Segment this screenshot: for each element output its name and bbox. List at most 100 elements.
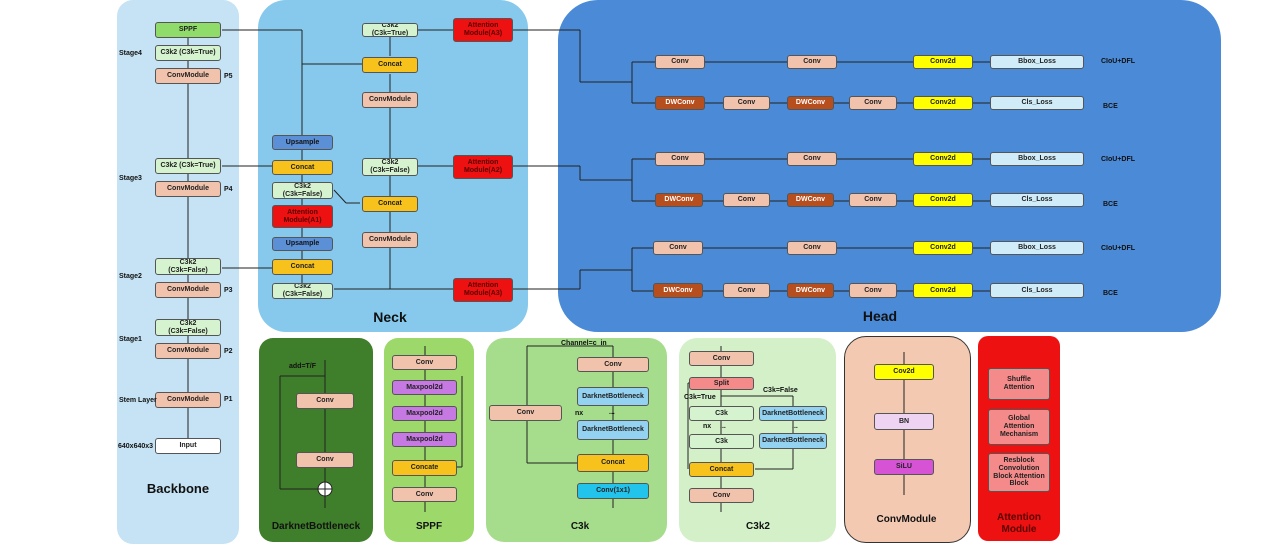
neck-concat-1[interactable]: Concat: [272, 160, 333, 175]
head-r3-conv-b[interactable]: Conv: [787, 152, 837, 166]
neck-concat-mid[interactable]: Concat: [362, 196, 418, 212]
head-r6-dwconv-c[interactable]: DWConv: [787, 283, 834, 298]
head-r3-loss-label: CIoU+DFL: [1101, 156, 1136, 163]
c3k-dots: ...: [609, 409, 615, 416]
head-r3-conv-a[interactable]: Conv: [655, 152, 705, 166]
head-r1-conv2d[interactable]: Conv2d: [913, 55, 973, 69]
head-r2-conv-d[interactable]: Conv: [849, 96, 897, 110]
neck-convmodule-mid[interactable]: ConvModule: [362, 232, 418, 248]
neck-attention-top[interactable]: Attention Module(A3): [453, 18, 513, 42]
head-r6-dwconv-a[interactable]: DWConv: [653, 283, 703, 298]
neck-c3k2-top[interactable]: C3k2 (C3k=True): [362, 23, 418, 37]
head-r1-conv-a[interactable]: Conv: [655, 55, 705, 69]
head-r4-conv-b[interactable]: Conv: [723, 193, 770, 207]
neck-attention-bottom[interactable]: Attention Module(A3): [453, 278, 513, 302]
c3k2-title: C3k2: [746, 521, 770, 532]
head-r2-dwconv-a[interactable]: DWConv: [655, 96, 705, 110]
head-r4-cls-loss[interactable]: Cls_Loss: [990, 193, 1084, 207]
head-r2-cls-loss[interactable]: Cls_Loss: [990, 96, 1084, 110]
input-block[interactable]: Input: [155, 438, 221, 454]
stage1-convmodule[interactable]: ConvModule: [155, 343, 221, 359]
head-r4-conv-d[interactable]: Conv: [849, 193, 897, 207]
c3k2-darknet-2[interactable]: DarknetBottleneck: [759, 433, 827, 449]
stem-convmodule[interactable]: ConvModule: [155, 392, 221, 408]
sppf-block[interactable]: SPPF: [155, 22, 221, 38]
stage3-convmodule[interactable]: ConvModule: [155, 181, 221, 197]
neck-c3k2-1[interactable]: C3k2 (C3k=False): [272, 182, 333, 199]
c3k-concat[interactable]: Concat: [577, 454, 649, 472]
c3k2-darknet-1[interactable]: DarknetBottleneck: [759, 406, 827, 421]
sppf-maxpool-2[interactable]: Maxpool2d: [392, 406, 457, 421]
head-r1-conv-b[interactable]: Conv: [787, 55, 837, 69]
c3k-conv-out[interactable]: Conv(1x1): [577, 483, 649, 499]
attention-global[interactable]: Global Attention Mechanism: [988, 409, 1050, 445]
stem-label: Stem Layer: [119, 397, 157, 404]
c3k2-dots-1: ...: [720, 423, 726, 430]
darknet-conv-1[interactable]: Conv: [296, 393, 354, 409]
c3k-panel: [486, 338, 667, 542]
head-r6-conv-b[interactable]: Conv: [723, 283, 770, 298]
neck-c3k2-2[interactable]: C3k2 (C3k=False): [272, 283, 333, 299]
stage2-c3k2[interactable]: C3k2 (C3k=False): [155, 258, 221, 275]
head-r5-conv-a[interactable]: Conv: [653, 241, 703, 255]
sppf-maxpool-1[interactable]: Maxpool2d: [392, 380, 457, 395]
head-r6-conv-d[interactable]: Conv: [849, 283, 897, 298]
head-r4-conv2d[interactable]: Conv2d: [913, 193, 973, 207]
neck-c3k2-mid[interactable]: C3k2 (C3k=False): [362, 158, 418, 176]
c3k-conv-top[interactable]: Conv: [577, 357, 649, 372]
convmodule-conv2d[interactable]: Cov2d: [874, 364, 934, 380]
neck-convmodule-top[interactable]: ConvModule: [362, 92, 418, 108]
convmodule-silu[interactable]: SiLU: [874, 459, 934, 475]
c3k2-c3k-1[interactable]: C3k: [689, 406, 754, 421]
c3k2-conv-out[interactable]: Conv: [689, 488, 754, 503]
head-r4-loss-label: BCE: [1103, 201, 1118, 208]
head-r2-conv2d[interactable]: Conv2d: [913, 96, 973, 110]
neck-title: Neck: [373, 309, 407, 325]
head-r3-conv2d[interactable]: Conv2d: [913, 152, 973, 166]
c3k2-conv-top[interactable]: Conv: [689, 351, 754, 366]
head-r6-cls-loss[interactable]: Cls_Loss: [990, 283, 1084, 298]
sppf-concate[interactable]: Concate: [392, 460, 457, 476]
head-r2-conv-b[interactable]: Conv: [723, 96, 770, 110]
neck-concat-2[interactable]: Concat: [272, 259, 333, 275]
sppf-maxpool-3[interactable]: Maxpool2d: [392, 432, 457, 447]
darknet-add-label: add=T/F: [289, 363, 317, 370]
stage2-convmodule[interactable]: ConvModule: [155, 282, 221, 298]
head-r5-conv2d[interactable]: Conv2d: [913, 241, 973, 255]
head-r5-conv-b[interactable]: Conv: [787, 241, 837, 255]
stage1-c3k2[interactable]: C3k2 (C3k=False): [155, 319, 221, 336]
c3k2-split[interactable]: Split: [689, 377, 754, 390]
c3k-nx-label: nx: [575, 410, 584, 417]
stage4-c3k2[interactable]: C3k2 (C3k=True): [155, 45, 221, 61]
head-r4-dwconv-a[interactable]: DWConv: [655, 193, 703, 207]
head-r4-dwconv-c[interactable]: DWConv: [787, 193, 834, 207]
sppf-conv-2[interactable]: Conv: [392, 487, 457, 502]
darknet-conv-2[interactable]: Conv: [296, 452, 354, 468]
head-r6-conv2d[interactable]: Conv2d: [913, 283, 973, 298]
convmodule-bn[interactable]: BN: [874, 413, 934, 430]
neck-attention-a2[interactable]: Attention Module(A2): [453, 155, 513, 179]
sppf-conv-1[interactable]: Conv: [392, 355, 457, 370]
neck-upsample-1[interactable]: Upsample: [272, 135, 333, 150]
attention-shuffle[interactable]: Shuffle Attention: [988, 368, 1050, 400]
p1-label: P1: [224, 396, 233, 403]
head-r3-bbox-loss[interactable]: Bbox_Loss: [990, 152, 1084, 166]
c3k-conv-side[interactable]: Conv: [489, 405, 562, 421]
head-r5-bbox-loss[interactable]: Bbox_Loss: [990, 241, 1084, 255]
c3k2-nx-label: nx: [703, 423, 712, 430]
attention-resblock[interactable]: Resblock Convolution Block Attention Blo…: [988, 453, 1050, 492]
c3k-darknet-2[interactable]: DarknetBottleneck: [577, 420, 649, 440]
stage4-convmodule[interactable]: ConvModule: [155, 68, 221, 84]
c3k2-false-label: C3k=False: [763, 387, 798, 394]
neck-concat-top[interactable]: Concat: [362, 57, 418, 73]
neck-upsample-2[interactable]: Upsample: [272, 237, 333, 251]
neck-attention-a1[interactable]: Attention Module(A1): [272, 205, 333, 228]
stage3-c3k2[interactable]: C3k2 (C3k=True): [155, 158, 221, 174]
stage3-label: Stage3: [119, 175, 142, 182]
head-r1-bbox-loss[interactable]: Bbox_Loss: [990, 55, 1084, 69]
c3k-darknet-1[interactable]: DarknetBottleneck: [577, 387, 649, 406]
c3k2-concat[interactable]: Concat: [689, 462, 754, 477]
c3k2-c3k-2[interactable]: C3k: [689, 434, 754, 449]
head-r2-dwconv-c[interactable]: DWConv: [787, 96, 834, 110]
